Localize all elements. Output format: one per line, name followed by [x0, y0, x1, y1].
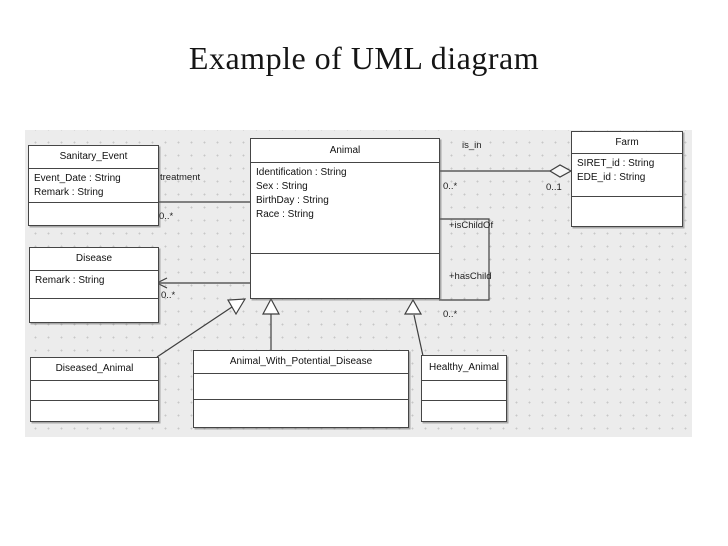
attribute: BirthDay : String	[256, 195, 329, 206]
attribute: EDE_id : String	[577, 172, 646, 183]
role-label-haschild: +hasChild	[449, 271, 492, 282]
connector-layer	[155, 164, 573, 358]
methods-compartment	[194, 400, 408, 427]
methods-compartment	[31, 401, 158, 421]
generalization-arrow-awpd-icon	[262, 297, 280, 315]
association-label-treatment: treatment	[160, 172, 201, 183]
multiplicity-disease: 0..*	[161, 290, 176, 301]
class-name: Sanitary_Event	[29, 146, 158, 169]
methods-compartment	[251, 254, 439, 298]
multiplicity-is-in-farm-end: 0..1	[546, 182, 562, 193]
generalization-arrow-healthy-icon	[403, 298, 423, 315]
attributes-compartment	[194, 374, 408, 400]
attribute: SIRET_id : String	[577, 158, 655, 169]
generalization-line-healthy	[413, 314, 424, 357]
attributes-compartment	[422, 381, 506, 401]
aggregation-diamond-icon	[548, 164, 573, 178]
attribute: Remark : String	[35, 275, 105, 286]
class-name: Animal	[251, 139, 439, 163]
class-name: Animal_With_Potential_Disease	[194, 351, 408, 374]
role-label-ischildof: +isChildOf	[449, 220, 494, 231]
multiplicity-self-association: 0..*	[443, 309, 458, 320]
generalization-arrow-diseased-icon	[226, 298, 247, 316]
attribute: Event_Date : String	[34, 173, 121, 184]
multiplicity-is-in-animal-end: 0..*	[443, 181, 458, 192]
class-name: Diseased_Animal	[31, 358, 158, 381]
generalization-line-diseased	[156, 306, 233, 358]
methods-compartment	[30, 299, 158, 322]
methods-compartment	[572, 197, 682, 226]
multiplicity-treatment: 0..*	[159, 211, 174, 222]
attribute: Remark : String	[34, 187, 104, 198]
attribute: Identification : String	[256, 167, 347, 178]
methods-compartment	[29, 203, 158, 225]
attributes-compartment	[31, 381, 158, 401]
methods-compartment	[422, 401, 506, 421]
class-animal-with-potential-disease: Animal_With_Potential_Disease	[193, 350, 409, 428]
class-name: Farm	[572, 132, 682, 154]
association-label-is-in: is_in	[462, 140, 482, 151]
attributes-compartment: Remark : String	[30, 271, 158, 299]
class-name: Disease	[30, 248, 158, 271]
self-association-line	[438, 218, 490, 301]
attribute: Sex : String	[256, 181, 308, 192]
attribute: Race : String	[256, 209, 314, 220]
slide-title: Example of UML diagram	[188, 40, 540, 76]
class-diseased-animal: Diseased_Animal	[30, 357, 159, 422]
class-healthy-animal: Healthy_Animal	[421, 355, 507, 422]
class-name: Healthy_Animal	[422, 356, 506, 381]
